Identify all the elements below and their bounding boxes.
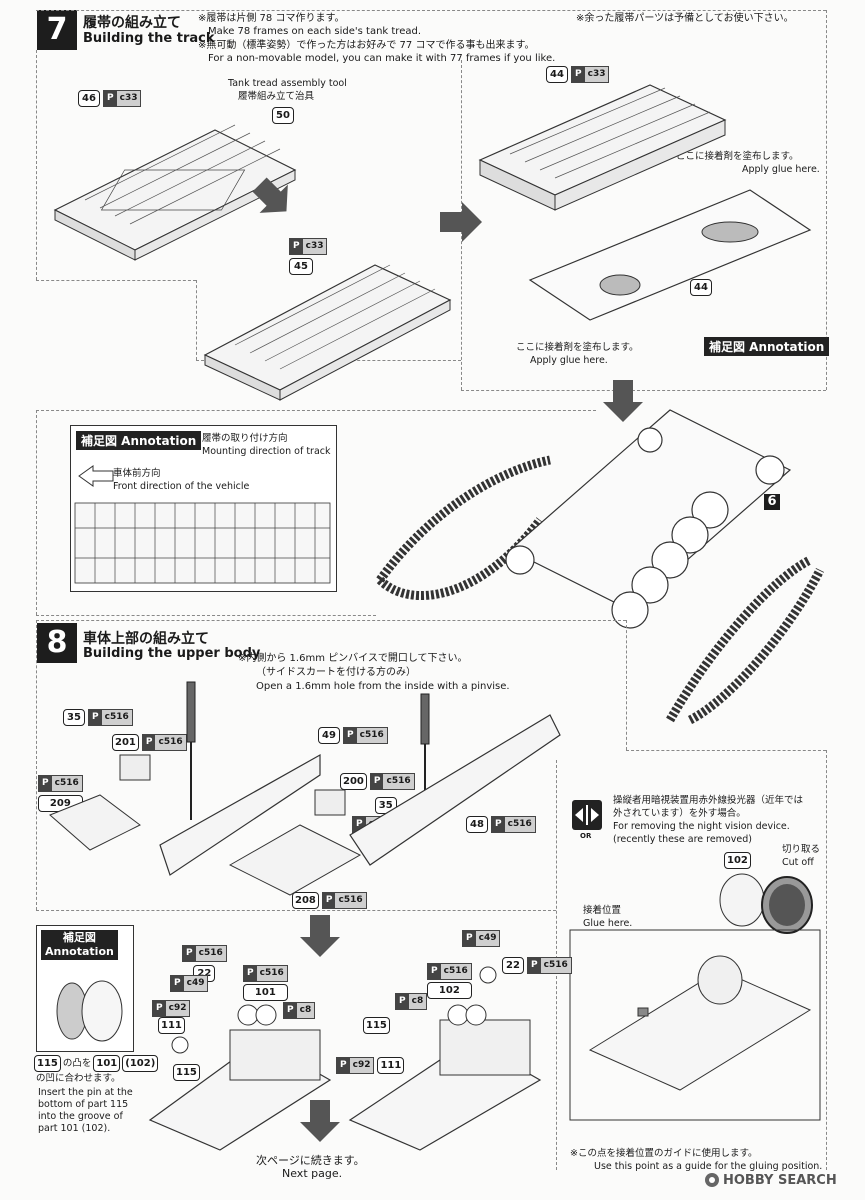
- pin-note-en-3: into the groove of: [38, 1111, 123, 1122]
- hobby-search-watermark: HOBBY SEARCH: [704, 1172, 837, 1188]
- ref-step-6-badge: 6: [764, 494, 780, 510]
- cutoff-en: Cut off: [782, 857, 814, 868]
- track-jig-drawing-2: [203, 264, 452, 401]
- lower-assembly-left-drawing: [148, 1004, 332, 1151]
- step8-note1-ja: ※内側から 1.6mm ピンバイスで開口して下さい。: [238, 653, 468, 664]
- step7-note2-en: For a non-movable model, you can make it…: [208, 53, 556, 64]
- glue-position-ja: 接着位置: [583, 905, 622, 916]
- step8-note2-ja: （サイドスカートを付ける方のみ）: [256, 667, 416, 678]
- glue2-en: Apply glue here.: [530, 355, 608, 366]
- tool-label-ja: 履帯組み立て治具: [238, 91, 315, 102]
- track-link-detail: [528, 189, 812, 321]
- night-vision-ja1: 操縦者用暗視装置用赤外線投光器（近年では: [613, 795, 804, 806]
- night-vision-lamp-drawing: [719, 873, 813, 934]
- hull-front-detail-drawing: [569, 929, 821, 1121]
- upper-body-side-left: [49, 753, 321, 876]
- pin-annotation-box: 補足図 Annotation: [36, 925, 134, 1052]
- upper-body-side-right: [228, 714, 561, 896]
- part-115-label-left: 115: [173, 1060, 200, 1081]
- track-jig-drawing-3: [478, 84, 727, 211]
- step7-note1-en: Make 78 frames on each side's tank tread…: [208, 26, 421, 37]
- step7-note1-ja: ※履帯は片側 78 コマ作ります。: [198, 13, 345, 24]
- next-page-ja: 次ページに続きます。: [256, 1154, 365, 1167]
- pin-note-en-1: Insert the pin at the: [38, 1087, 133, 1098]
- guide-note-ja: ※この点を接着位置のガイドに使用します。: [570, 1148, 758, 1159]
- arrow-step7-2: [440, 202, 482, 242]
- pin-note-en-4: part 101 (102).: [38, 1123, 111, 1134]
- or-icon: [572, 800, 602, 830]
- cutoff-ja: 切り取る: [782, 844, 821, 855]
- arrow-step8-down-2: [300, 1100, 340, 1142]
- night-vision-en2: (recently these are removed): [613, 834, 752, 845]
- guide-note-en: Use this point as a guide for the gluing…: [594, 1161, 823, 1172]
- arrow-step7-down: [603, 380, 643, 422]
- glue1-en: Apply glue here.: [742, 164, 820, 175]
- track-direction-annotation-box: 補足図 Annotation 履帯の取り付け方向 Mounting direct…: [70, 425, 337, 592]
- arrow-step8-down: [300, 915, 340, 957]
- glue2-ja: ここに接着剤を塗布します。: [516, 342, 639, 353]
- part-50-label: 50: [272, 103, 294, 124]
- step7-note2-ja: ※無可動（標準姿勢）で作った方はお好みで 77 コマで作る事も出来ます。: [198, 40, 535, 51]
- tool-label-en: Tank tread assembly tool: [228, 78, 347, 89]
- part-44-label-detail: 44: [690, 275, 712, 296]
- next-page-en: Next page.: [282, 1167, 343, 1180]
- step8-number-badge: 8: [37, 623, 77, 663]
- part-102-label-nv: 102: [724, 848, 751, 869]
- night-vision-ja2: 外されています）を外す場合。: [613, 808, 746, 819]
- track-links-row: [74, 502, 331, 584]
- step7-title-ja: 履帯の組み立て: [83, 15, 181, 31]
- step8-title-en: Building the upper body: [83, 646, 261, 661]
- hull-with-tracks-drawing: [376, 409, 825, 725]
- lower-assembly-right-drawing: [348, 966, 542, 1151]
- step7-note3-ja: ※余った履帯パーツは予備としてお使い下さい。: [576, 13, 794, 24]
- step8-title-ja: 車体上部の組み立て: [83, 631, 209, 647]
- or-label: OR: [580, 832, 592, 840]
- annotation-badge-step7-right: 補足図 Annotation: [704, 337, 830, 356]
- pin-note-ja2: の凹に合わせます。: [36, 1073, 121, 1084]
- step7-title-en: Building the track: [83, 31, 215, 46]
- night-vision-en1: For removing the night vision device.: [613, 821, 790, 832]
- part-115-label-right: 115: [363, 1013, 390, 1034]
- step8-note-en: Open a 1.6mm hole from the inside with a…: [256, 681, 510, 692]
- glue-position-en: Glue here.: [583, 918, 633, 929]
- arrow-step7-1: [252, 177, 288, 213]
- glue1-ja: ここに接着剤を塗布します。: [676, 151, 799, 162]
- step7-number-badge: 7: [37, 10, 77, 50]
- annotation-label: 補足図 Annotation: [41, 930, 118, 960]
- part-111-label-left: 111: [158, 1013, 185, 1034]
- pin-note-en-2: bottom of part 115: [38, 1099, 129, 1110]
- pinvise-tool-left: [186, 681, 196, 820]
